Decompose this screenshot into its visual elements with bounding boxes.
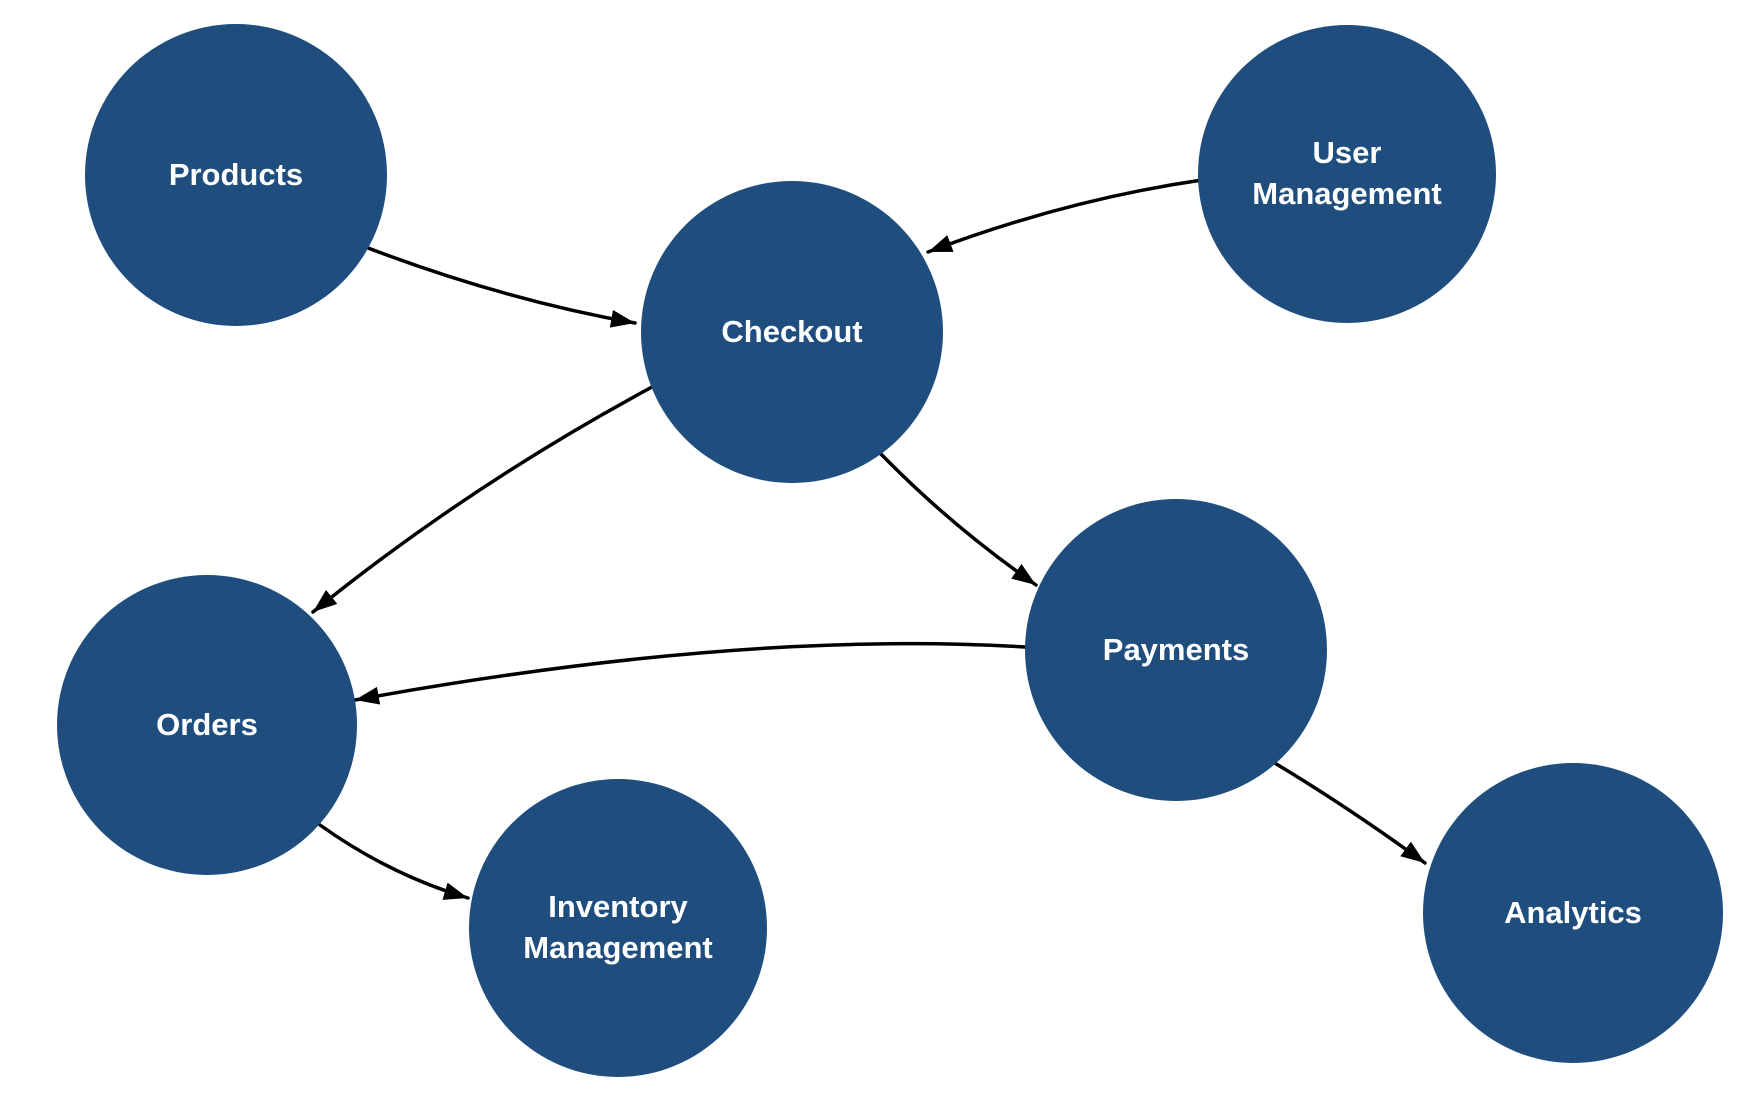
edge-products-to-checkout xyxy=(366,246,637,328)
node-user-management[interactable]: User Management xyxy=(1198,25,1496,323)
node-label-orders: Orders xyxy=(156,706,258,742)
node-label-analytics: Analytics xyxy=(1504,894,1642,930)
node-inventory-management[interactable]: Inventory Management xyxy=(469,779,767,1077)
node-label-checkout: Checkout xyxy=(721,313,863,349)
node-label-products: Products xyxy=(168,156,304,192)
node-label-inventory-management: Inventory Management xyxy=(523,889,713,965)
node-payments[interactable]: Payments xyxy=(1025,499,1327,801)
edge-user-management-to-checkout xyxy=(926,178,1204,254)
edge-payments-to-analytics xyxy=(1271,760,1427,865)
node-orders[interactable]: Orders xyxy=(57,575,357,875)
edge-payments-to-orders xyxy=(353,641,1027,705)
node-products[interactable]: Products xyxy=(85,24,387,326)
node-label-user-management: User Management xyxy=(1252,135,1442,211)
node-label-payments: Payments xyxy=(1102,631,1250,667)
edge-checkout-to-orders xyxy=(311,385,654,614)
node-analytics[interactable]: Analytics xyxy=(1423,763,1723,1063)
edge-orders-to-inventory-management xyxy=(318,823,470,900)
edge-checkout-to-payments xyxy=(878,451,1038,587)
node-checkout[interactable]: Checkout xyxy=(641,181,943,483)
